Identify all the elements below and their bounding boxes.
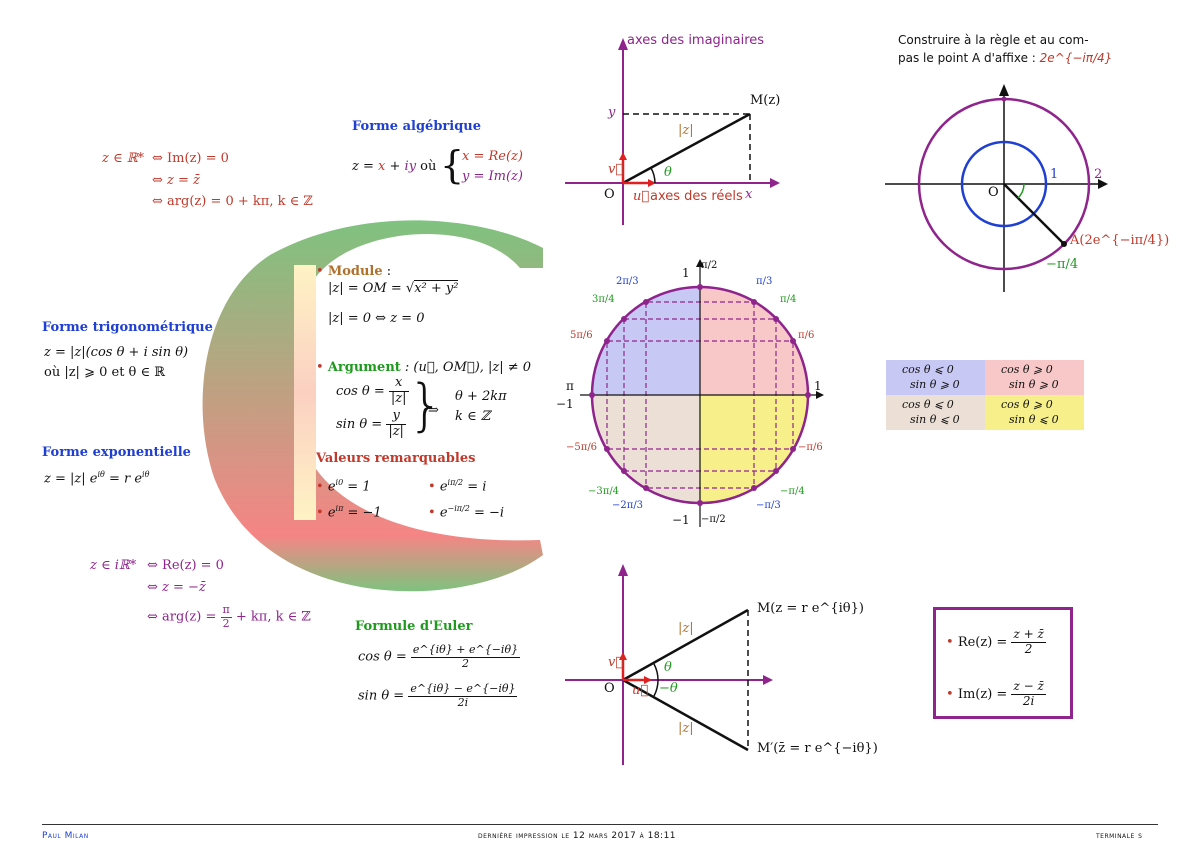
euler-title: Formule d'Euler bbox=[355, 619, 473, 634]
footer-rule bbox=[42, 824, 1158, 825]
euler-sin: sin θ = e^{iθ} − e^{−iθ}2i bbox=[358, 682, 518, 709]
top-modulus: |z| bbox=[678, 123, 694, 138]
bottom-modulus-top: |z| bbox=[678, 621, 694, 636]
remarkable-v3: • eiπ = −1 bbox=[316, 504, 382, 521]
circle-2pi3: 2π/3 bbox=[616, 276, 639, 287]
bottom-origin: O bbox=[604, 681, 615, 696]
circle-mpi4: −π/4 bbox=[780, 486, 805, 497]
bottom-theta: θ bbox=[664, 660, 672, 675]
bottom-v-vector: v⃗ bbox=[608, 655, 624, 670]
imag-star-line1: ⇔ Re(z) = 0 bbox=[147, 558, 224, 573]
circle-pi: π bbox=[566, 379, 574, 393]
remarkable-v1: • ei0 = 1 bbox=[316, 478, 371, 495]
bottom-complex-plane bbox=[565, 564, 773, 765]
algebraic-title: Forme algébrique bbox=[352, 119, 482, 134]
remarkable-v2: • eiπ/2 = i bbox=[428, 478, 487, 495]
trig-circle bbox=[560, 255, 840, 535]
top-complex-plane bbox=[565, 38, 780, 225]
construct-line2: pas le point A d'affixe : 2e^{−iπ/4} bbox=[898, 51, 1113, 65]
sign-cell-q4: cos θ ⩾ 0 sin θ ⩽ 0 bbox=[985, 395, 1084, 430]
top-point-m: M(z) bbox=[750, 93, 781, 108]
bottom-u-vector: u⃗ bbox=[632, 683, 649, 698]
construct-origin: O bbox=[988, 185, 999, 200]
circle-pi3: π/3 bbox=[756, 276, 773, 287]
module-heading: • Module : bbox=[316, 264, 392, 279]
circle-pi6: π/6 bbox=[798, 330, 815, 341]
circle-pi-half: π/2 bbox=[701, 260, 718, 271]
algebraic-formula: z = x + iy où bbox=[352, 159, 437, 174]
bottom-point-m: M(z = r e^{iθ}) bbox=[757, 601, 864, 616]
circle-mpi6: −π/6 bbox=[798, 442, 823, 453]
circle-pi4: π/4 bbox=[780, 294, 797, 305]
construct-line1: Construire à la règle et au com- bbox=[898, 33, 1089, 47]
construct-radius-1: 1 bbox=[1050, 167, 1059, 182]
footer-class: terminale s bbox=[1096, 831, 1143, 841]
remarkable-v4: • e−iπ/2 = −i bbox=[428, 504, 505, 521]
argument-brace: } bbox=[408, 373, 444, 438]
expo-title: Forme exponentielle bbox=[42, 445, 191, 460]
algebraic-brace: { bbox=[440, 143, 465, 187]
argument-sin: sin θ = y|z| bbox=[336, 408, 406, 439]
bottom-point-mprime: M′(z̄ = r e^{−iθ}) bbox=[757, 741, 878, 756]
circle-bottom-minus-one: −1 bbox=[672, 513, 690, 527]
re-formula: • Re(z) = z + z̄2 bbox=[946, 627, 1046, 656]
argument-implies: ⇒ bbox=[428, 403, 439, 418]
bottom-modulus-bottom: |z| bbox=[678, 721, 694, 736]
top-v-vector: v⃗ bbox=[608, 162, 624, 177]
circle-minus-one: −1 bbox=[556, 397, 574, 411]
argument-result1: θ + 2kπ bbox=[455, 389, 507, 404]
circle-5pi6: 5π/6 bbox=[570, 330, 593, 341]
circle-right-one: 1 bbox=[814, 379, 822, 393]
trig-line1: z = |z|(cos θ + i sin θ) bbox=[44, 345, 189, 360]
construct-point-a: A(2e^{−iπ/4}) bbox=[1070, 233, 1170, 248]
trig-title: Forme trigonométrique bbox=[42, 320, 213, 335]
sign-cell-q3: cos θ ⩽ 0 sin θ ⩽ 0 bbox=[886, 395, 985, 430]
top-origin: O bbox=[604, 187, 615, 202]
top-u-vector: u⃗ bbox=[633, 189, 650, 204]
circle-m5pi6: −5π/6 bbox=[566, 442, 598, 453]
module-zero: |z| = 0 ⇔ z = 0 bbox=[328, 311, 425, 326]
im-formula: • Im(z) = z − z̄2i bbox=[946, 679, 1046, 708]
top-x-label: x bbox=[745, 187, 753, 202]
trig-line2: où |z| ⩾ 0 et θ ∈ ℝ bbox=[44, 365, 166, 380]
expo-line: z = |z| eiθ = r eiθ bbox=[44, 470, 150, 487]
imag-star-line2: ⇔ z = −z̄ bbox=[147, 580, 206, 595]
argument-result2: k ∈ ℤ bbox=[455, 409, 491, 424]
re-im-box: • Re(z) = z + z̄2 • Im(z) = z − z̄2i bbox=[933, 607, 1073, 719]
real-star-line2: ⇔ z = z̄ bbox=[152, 173, 200, 188]
euler-cos: cos θ = e^{iθ} + e^{−iθ}2 bbox=[358, 643, 521, 670]
footer-author: Paul Milan bbox=[42, 831, 89, 841]
algebraic-cond-x: x = Re(z) bbox=[462, 149, 523, 164]
argument-cos: cos θ = x|z| bbox=[336, 375, 409, 406]
argument-heading: • Argument : (u⃗, OM⃗), |z| ≠ 0 bbox=[316, 360, 532, 375]
real-star-condition: z ∈ ℝ* bbox=[102, 151, 145, 166]
construct-angle: −π/4 bbox=[1046, 257, 1079, 272]
circle-mpi3: −π/3 bbox=[756, 500, 781, 511]
sign-cell-q1: cos θ ⩾ 0 sin θ ⩾ 0 bbox=[985, 360, 1084, 395]
remarkable-title: Valeurs remarquables bbox=[316, 451, 476, 466]
circle-m3pi4: −3π/4 bbox=[588, 486, 620, 497]
circle-minus-pi-half: −π/2 bbox=[701, 514, 726, 525]
construct-diagram bbox=[885, 84, 1108, 292]
imag-star-condition: z ∈ iℝ* bbox=[90, 558, 137, 573]
real-axis-label: axes des réels bbox=[650, 189, 743, 204]
algebraic-cond-y: y = Im(z) bbox=[462, 169, 523, 184]
circle-top-one: 1 bbox=[682, 266, 690, 280]
construct-radius-2: 2 bbox=[1094, 167, 1103, 182]
footer-date: dernière impression le 12 mars 2017 à 18… bbox=[478, 831, 677, 841]
sign-cell-q2: cos θ ⩽ 0 sin θ ⩾ 0 bbox=[886, 360, 985, 395]
bottom-minus-theta: −θ bbox=[659, 681, 678, 696]
module-formula: |z| = OM = √x² + y² bbox=[328, 280, 459, 296]
top-theta: θ bbox=[664, 165, 672, 180]
sign-table: cos θ ⩽ 0 sin θ ⩾ 0 cos θ ⩾ 0 sin θ ⩾ 0 … bbox=[886, 360, 1084, 430]
circle-3pi4: 3π/4 bbox=[592, 294, 615, 305]
imag-axis-label: axes des imaginaires bbox=[627, 33, 765, 48]
top-y-label: y bbox=[608, 105, 616, 120]
real-star-line3: ⇔ arg(z) = 0 + kπ, k ∈ ℤ bbox=[152, 194, 313, 209]
real-star-line1: ⇔ Im(z) = 0 bbox=[152, 151, 229, 166]
circle-m2pi3: −2π/3 bbox=[612, 500, 644, 511]
